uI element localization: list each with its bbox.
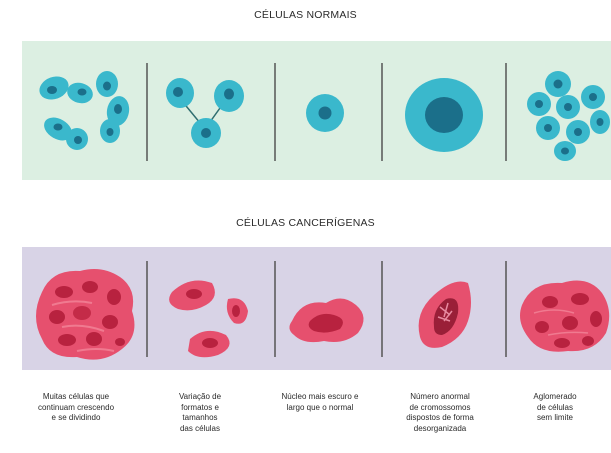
cancer-cell-group-2 [169, 280, 248, 357]
cancer-cells-panel [22, 247, 611, 370]
normal-cells-panel [22, 41, 611, 180]
caption-unbounded-cluster: Aglomerado de células sem limite [510, 392, 600, 424]
section-title-normal: CÉLULAS NORMAIS [0, 9, 611, 21]
normal-cell-group-5 [527, 71, 610, 161]
caption-shape-variation: Variação de formatos e tamanhos das célu… [150, 392, 250, 434]
caption-many-cells: Muitas células que continuam crescendo e… [22, 392, 130, 424]
cancer-cell-group-5 [520, 281, 609, 352]
cancer-cell-group-1 [36, 269, 134, 360]
normal-cell-group-1 [36, 71, 131, 150]
normal-cells-illustration [22, 41, 611, 180]
caption-dark-nucleus: Núcleo mais escuro e largo que o normal [262, 392, 378, 413]
cancer-cell-group-3 [289, 298, 363, 342]
cancer-cells-illustration [22, 247, 611, 370]
normal-cell-group-2 [166, 78, 244, 148]
normal-cell-group-4 [405, 78, 483, 152]
section-title-cancer: CÉLULAS CANCERÍGENAS [0, 217, 611, 229]
normal-cell-group-3 [306, 94, 344, 132]
cancer-cell-group-4 [419, 282, 471, 348]
caption-abnormal-chromosomes: Número anormal de cromossomos dispostos … [384, 392, 496, 434]
